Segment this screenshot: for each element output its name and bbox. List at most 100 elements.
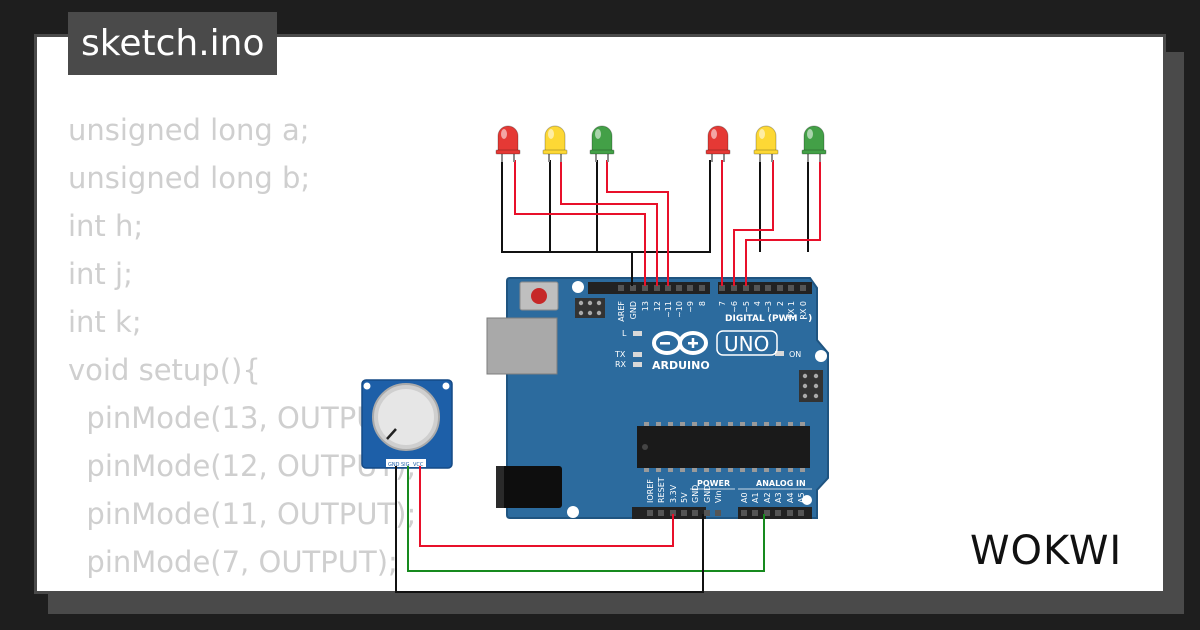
mounting-hole [572,281,584,293]
digital-pin-label: 4 [753,301,762,306]
led-l [633,331,642,336]
led[interactable] [801,125,827,162]
power-pin-label: 5V [680,492,689,503]
led[interactable] [589,125,615,162]
header-pin[interactable] [754,285,760,291]
led-l-label: L [622,329,627,338]
file-tab[interactable]: sketch.ino [68,12,278,75]
mounting-hole [802,495,812,505]
digital-pin-label: TX 1 [787,301,796,320]
power-pin-label: GND [703,485,712,503]
header-pin[interactable] [704,510,710,516]
wire[interactable] [745,160,821,286]
header-pin[interactable] [692,510,698,516]
on-label: ON [789,350,801,359]
wire[interactable] [733,160,774,286]
header-pin[interactable] [788,285,794,291]
analog-pin-label: A1 [751,492,760,503]
digital-pin-label: ~11 [664,301,673,318]
reset-button[interactable] [531,288,547,304]
uno-badge [716,330,778,356]
header-pin[interactable] [800,285,806,291]
header-pin[interactable] [654,285,660,291]
led-tx-label: TX [614,350,626,359]
atmega-chip [637,426,810,468]
knob-pointer [386,428,397,440]
digital-pin-label: 13 [641,301,650,311]
header-pin[interactable] [743,285,749,291]
analog-pin-label: A0 [740,492,749,503]
code-preview: unsigned long a; unsigned long b; int h;… [68,113,417,579]
header-pin[interactable] [798,510,804,516]
led[interactable] [753,125,779,162]
wire[interactable] [514,160,646,286]
digital-pin-label: GND [629,301,638,319]
pot-pin-gnd: GND [388,462,400,468]
power-pin-label: GND [691,485,700,503]
mounting-hole [815,350,827,362]
header-pin[interactable] [699,285,705,291]
board-brand: ARDUINO [652,359,710,372]
pot-pin-sig: SIG [401,462,410,468]
header-pin[interactable] [775,510,781,516]
header-pin[interactable] [670,510,676,516]
analog-pin-label: A4 [786,492,795,503]
wire[interactable] [606,160,669,286]
header-pin[interactable] [630,285,636,291]
led[interactable] [495,125,521,162]
digital-pin-label: 8 [698,301,707,306]
wokwi-logo-text: WOKWI [970,528,1122,574]
header-pin[interactable] [752,510,758,516]
analog-pin-label: A5 [797,492,806,503]
header-pin[interactable] [765,285,771,291]
led[interactable] [705,125,731,162]
header-pin[interactable] [665,285,671,291]
led-rx [633,362,642,367]
digital-pin-label: 12 [653,301,662,311]
led-tx [633,352,642,357]
digital-pin-label: 2 [776,301,785,306]
wokwi-logo: WOKWI [970,528,1122,574]
analog-label: ANALOG IN [756,479,806,488]
header-pin[interactable] [687,285,693,291]
wire[interactable] [632,160,711,253]
led-rx-label: RX [615,360,627,369]
power-pin-label: IOREF [646,479,655,503]
wire[interactable] [419,466,674,547]
header-pin[interactable] [715,510,721,516]
usb-connector [486,317,558,375]
digital-pin-label: AREF [617,301,626,322]
board-model: UNO [724,332,769,356]
header-pin[interactable] [658,510,664,516]
led-on [775,351,784,356]
icsp2-header [799,370,823,402]
wires [395,160,821,593]
wire[interactable] [395,466,704,593]
header-pin[interactable] [681,510,687,516]
mounting-hole [567,506,579,518]
analog-pin-label: A3 [774,492,783,503]
potentiometer[interactable]: GND SIG VCC [361,379,453,469]
header-pin[interactable] [647,510,653,516]
header-pin[interactable] [719,285,725,291]
header-pin[interactable] [787,510,793,516]
digital-label: DIGITAL (PWM ~) [725,314,812,324]
wire[interactable] [501,160,632,253]
wire[interactable] [560,160,658,286]
header-pin[interactable] [741,510,747,516]
header-pin[interactable] [642,285,648,291]
header-pin[interactable] [676,285,682,291]
header-pin[interactable] [731,285,737,291]
header-pin[interactable] [764,510,770,516]
digital-pin-label: ~6 [730,301,739,313]
wire[interactable] [407,466,765,572]
digital-pin-label: ~3 [764,301,773,313]
led[interactable] [542,125,568,162]
digital-pin-label: RX 0 [799,301,808,320]
header-pin[interactable] [777,285,783,291]
header-pin[interactable] [618,285,624,291]
